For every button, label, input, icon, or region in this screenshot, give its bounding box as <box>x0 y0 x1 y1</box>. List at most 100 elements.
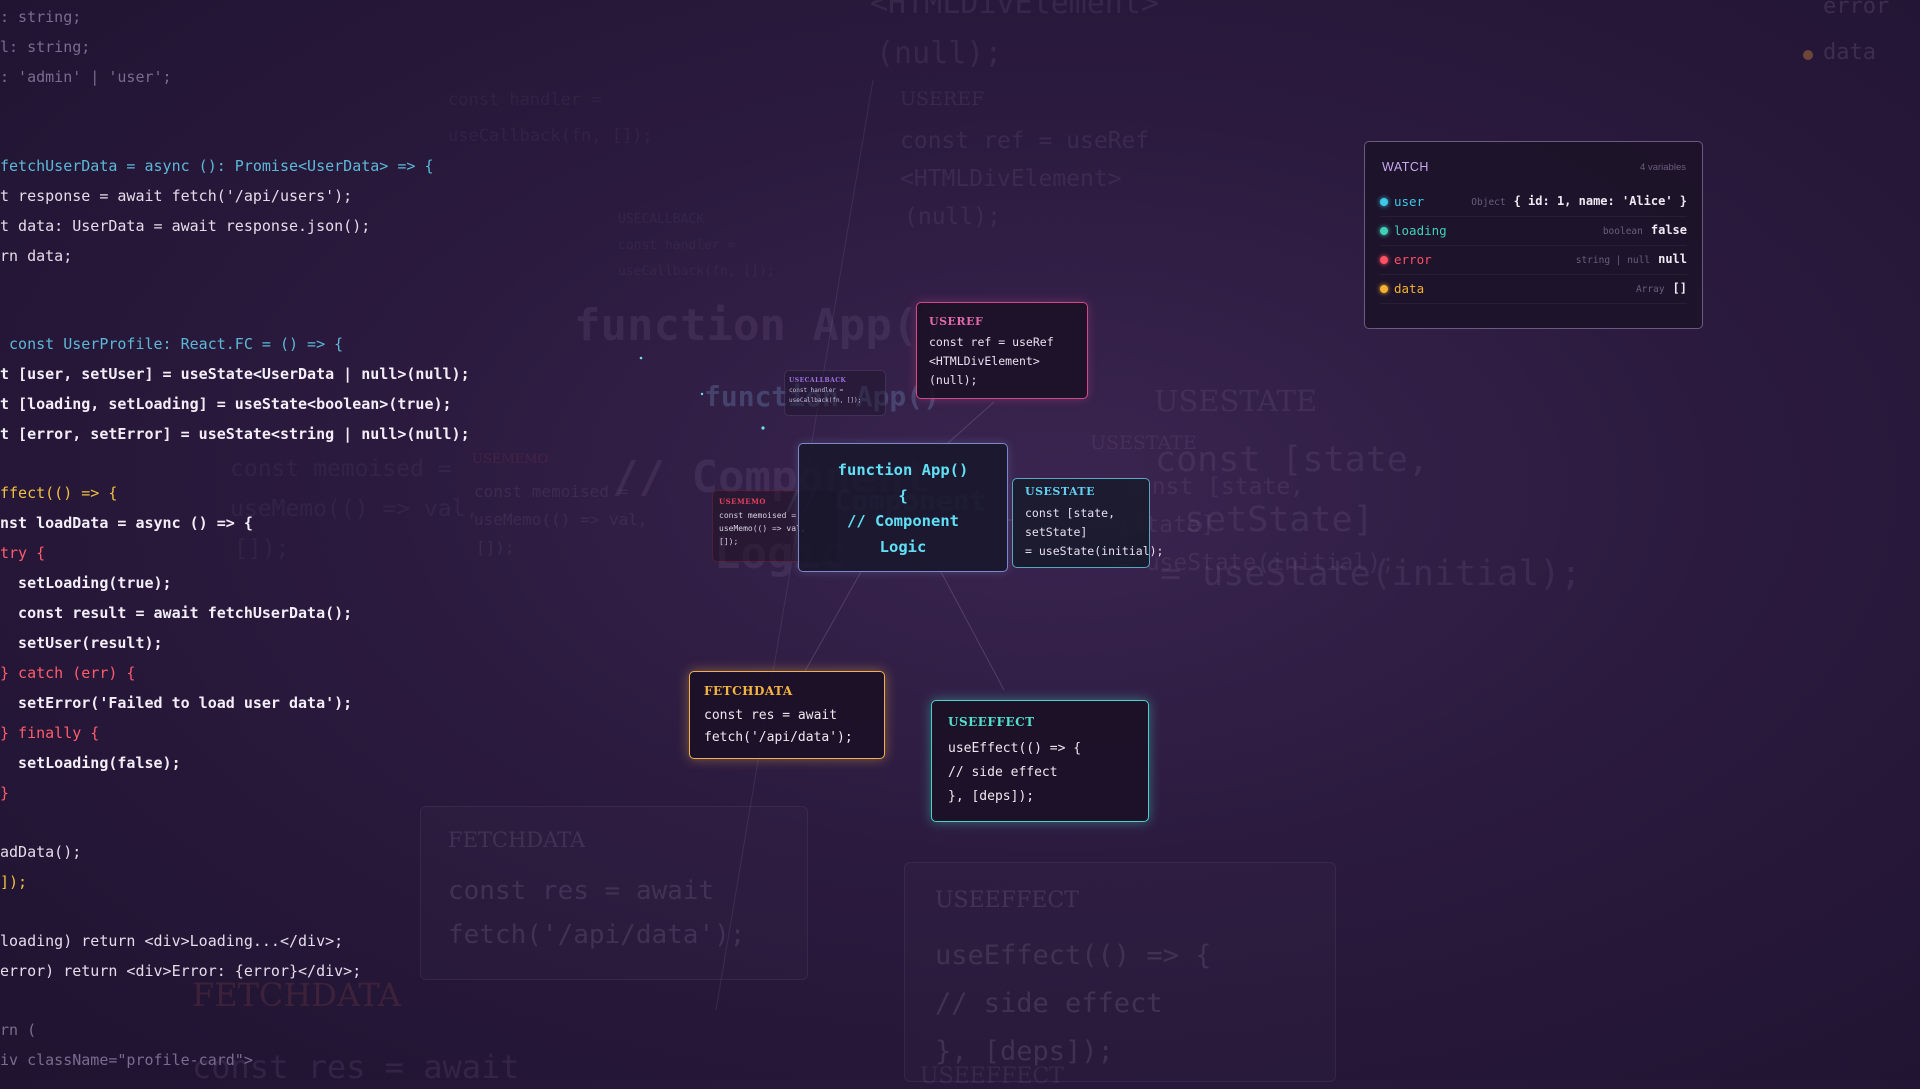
ghost-effect-title: USEEFFECT <box>935 888 1079 913</box>
code-line: : string; <box>0 8 82 26</box>
watch-variable-type: Array <box>1635 284 1665 295</box>
watch-variable-type: boolean <box>1602 226 1643 237</box>
ghost-callback-title: USECALLBACK <box>618 212 705 227</box>
watch-variable-name: data <box>1394 281 1425 296</box>
watch-panel-title: WATCH <box>1382 160 1429 174</box>
usecallback-card: USECALLBACK const handler = useCallback(… <box>784 370 886 416</box>
watch-variable-value-text: [] <box>1672 281 1687 295</box>
code-line: t [loading, setLoading] = useState<boole… <box>0 395 452 413</box>
code-line: const result = await fetchUserData(); <box>0 604 353 622</box>
ghost-useref-line1: const ref = useRef <box>900 128 1150 154</box>
ghost-usestate-big: USESTATE <box>1154 384 1317 418</box>
ghost-const-state: const [state, <box>1155 440 1429 480</box>
fetchdata-card: FETCHDATA const res = await fetch('/api/… <box>689 671 885 759</box>
code-line: rn ( <box>0 1021 37 1039</box>
ghost-right-data: data <box>1823 40 1876 65</box>
watch-variable-name: user <box>1394 194 1425 209</box>
code-line: setUser(result); <box>0 634 163 652</box>
ghost-handler-line1: const handler = <box>448 90 602 110</box>
useref-card: USEREF const ref = useRef <HTMLDivElemen… <box>916 302 1088 399</box>
usememo-card-code: const memoised = useMemo(() => val, []); <box>719 511 806 546</box>
code-line: nst loadData = async () => { <box>0 514 253 532</box>
watch-variable-value-text: { id: 1, name: 'Alice' } <box>1513 194 1687 208</box>
ghost-useref-title: USEREF <box>900 88 985 110</box>
ghost-usestate-initial-mid: = useState(initial); <box>1118 550 1395 576</box>
function-app-card-code: function App() { // Component Logic <box>837 461 969 556</box>
watch-status-dot-icon <box>1380 256 1388 264</box>
watch-status-dot-icon <box>1380 198 1388 206</box>
code-line: l: string; <box>0 38 91 56</box>
usememo-card-title: USEMEMO <box>719 497 766 506</box>
ghost-memo-line1-large: const memoised = <box>230 456 452 482</box>
watch-variable-type: Object <box>1471 197 1506 208</box>
useeffect-card: USEEFFECT useEffect(() => { // side effe… <box>931 700 1149 822</box>
ghost-htmldiv: <HTMLDivElement> <box>870 0 1159 21</box>
watch-variable-name: error <box>1394 252 1432 267</box>
ghost-right-error: error <box>1823 0 1890 19</box>
code-line: } finally { <box>0 724 100 742</box>
ghost-useref-line2: <HTMLDivElement> <box>900 166 1122 192</box>
code-line: setLoading(false); <box>0 754 181 772</box>
ghost-effect-line2: // side effect <box>935 988 1163 1019</box>
useref-card-code: const ref = useRef <HTMLDivElement> (nul… <box>929 335 1054 387</box>
watch-status-dot-icon <box>1380 285 1388 293</box>
function-app-card: function App() { // Component Logic <box>798 443 1008 572</box>
ghost-memo-title: USEMEMO <box>472 452 549 467</box>
ghost-usestate-small: USESTATE <box>1090 432 1197 454</box>
usecallback-card-title: USECALLBACK <box>789 377 847 384</box>
code-line: setLoading(true); <box>0 574 172 592</box>
watch-variable-value-text: false <box>1650 223 1687 237</box>
usecallback-card-code: const handler = useCallback(fn, []); <box>789 387 862 404</box>
ghost-callback-line1: const handler = <box>618 238 736 253</box>
code-line: : 'admin' | 'user'; <box>0 68 172 86</box>
code-line: adData(); <box>0 843 82 861</box>
ghost-memo-line2-large: useMemo(() => val, <box>230 496 480 522</box>
watch-variable-value: Array [] <box>1636 281 1687 295</box>
ghost-effect-line1: useEffect(() => { <box>935 940 1212 971</box>
code-line: rn data; <box>0 247 73 265</box>
ghost-fetch-line1: const res = await <box>448 876 715 906</box>
fetchdata-card-code: const res = await fetch('/api/data'); <box>704 708 853 745</box>
connector-line <box>939 569 1005 691</box>
watch-variable-type: string | null <box>1575 255 1651 266</box>
code-line: t data: UserData = await response.json()… <box>0 217 371 235</box>
usestate-card-title: USESTATE <box>1025 485 1095 498</box>
connector-line <box>947 401 995 444</box>
code-line: fetchUserData = async (): Promise<UserDa… <box>0 157 434 175</box>
ghost-set-state: setState] <box>1184 500 1374 540</box>
code-line: const UserProfile: React.FC = () => { <box>0 335 344 353</box>
ghost-memo-line3: []); <box>476 538 515 557</box>
code-line: ffect(() => { <box>0 484 118 502</box>
code-line: iv className="profile-card"> <box>0 1051 253 1069</box>
watch-variable-count: 4 variables <box>1640 162 1686 173</box>
watch-variable-value: Object { id: 1, name: 'Alice' } <box>1471 194 1687 208</box>
code-line: } catch (err) { <box>0 664 136 682</box>
ghost-handler-line2: useCallback(fn, []); <box>448 126 653 146</box>
watch-status-dot-icon <box>1380 227 1388 235</box>
ghost-null: (null); <box>876 36 1003 71</box>
ghost-data-dot <box>1803 50 1813 60</box>
useeffect-card-title: USEEFFECT <box>948 715 1035 729</box>
ghost-effect-line3: }, [deps]); <box>935 1036 1114 1067</box>
useref-card-title: USEREF <box>929 315 984 328</box>
ghost-fetch-line2: fetch('/api/data'); <box>448 920 746 950</box>
connector-line <box>804 569 863 672</box>
useeffect-card-code: useEffect(() => { // side effect }, [dep… <box>948 741 1082 804</box>
code-line: error) return <div>Error: {error}</div>; <box>0 962 362 980</box>
code-line: t [user, setUser] = useState<UserData | … <box>0 365 470 383</box>
watch-row-data[interactable]: data Array [] <box>1380 275 1687 304</box>
particle-dot <box>700 392 704 396</box>
particle-dot <box>639 356 643 360</box>
ghost-fetch-card <box>420 806 808 980</box>
code-line: t [error, setError] = useState<string | … <box>0 425 470 443</box>
ghost-memo-line3-large: []); <box>234 536 290 562</box>
code-line: try { <box>0 544 46 562</box>
ghost-callback-line2: useCallback(fn, []); <box>618 264 775 279</box>
watch-row-user[interactable]: user Object { id: 1, name: 'Alice' } <box>1380 188 1687 217</box>
code-line: } <box>0 784 10 802</box>
ghost-fetch-big: FETCHDATA <box>192 976 402 1014</box>
ghost-memo-line1: const memoised = <box>474 482 629 501</box>
ghost-useref-line3: (null); <box>904 204 1001 230</box>
